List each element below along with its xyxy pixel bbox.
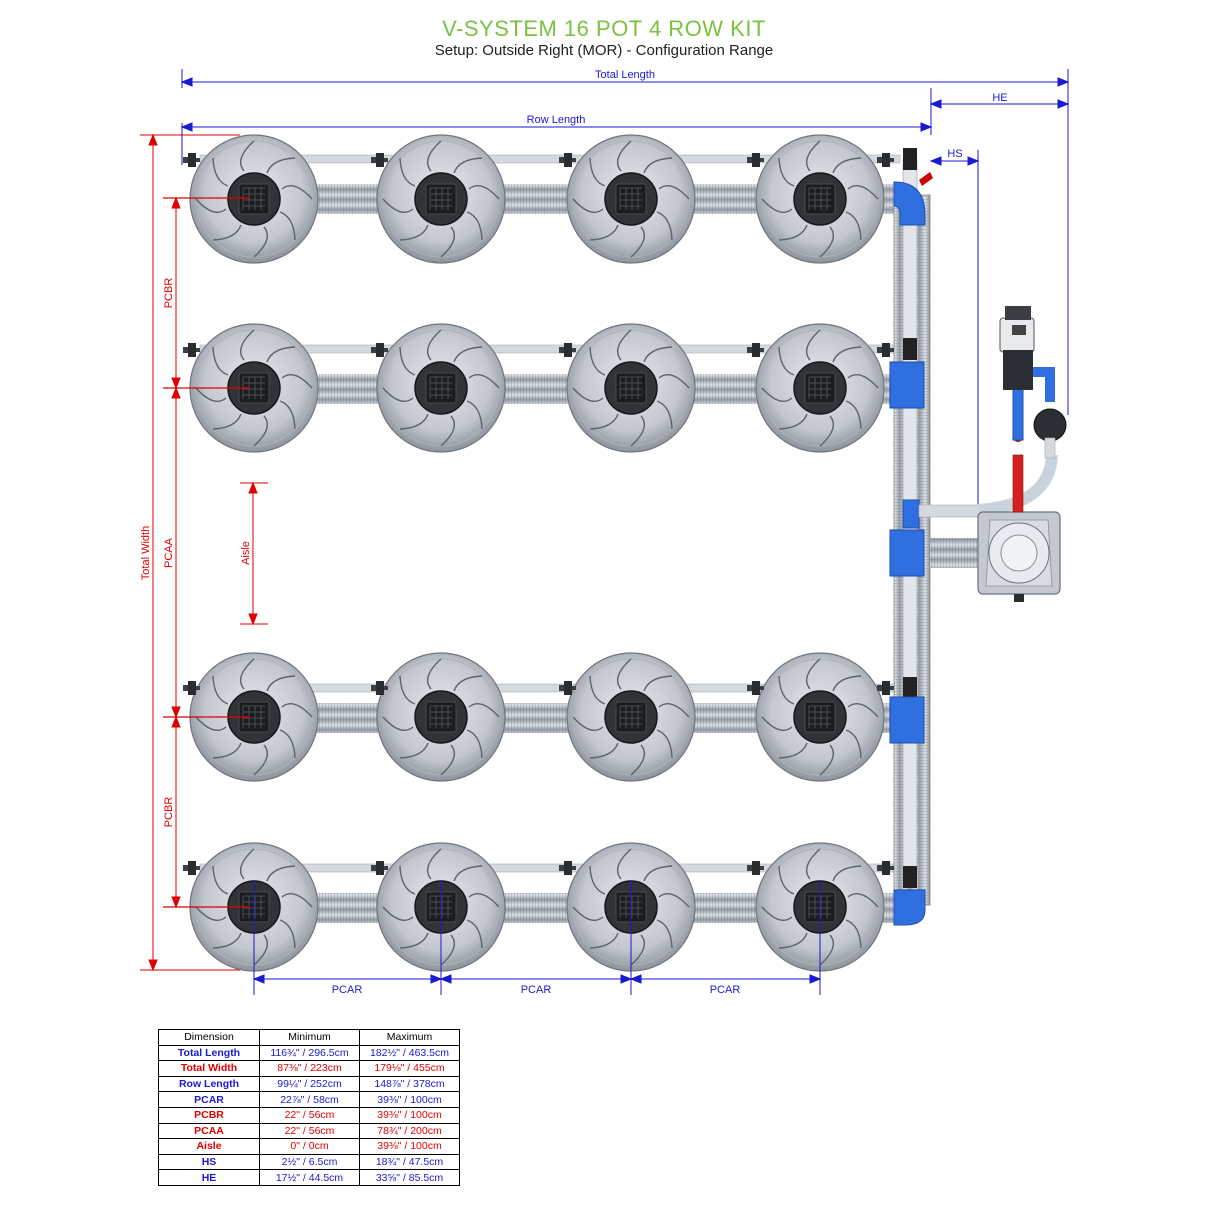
- dimension-min: 17½" / 44.5cm: [259, 1169, 360, 1186]
- dimension-max: 18¾" / 47.5cm: [359, 1153, 460, 1171]
- pot-r2-c4: [755, 323, 885, 453]
- dimension-name: HS: [158, 1153, 260, 1171]
- dimension-min: 116¾" / 296.5cm: [259, 1044, 360, 1062]
- dimension-name: Total Length: [158, 1044, 260, 1062]
- table-row: HE 17½" / 44.5cm 33⅝" / 85.5cm: [158, 1169, 460, 1186]
- dimension-max: 39⅜" / 100cm: [359, 1106, 460, 1124]
- dimension-max: 39⅜" / 100cm: [359, 1138, 460, 1155]
- pot-r2-c2: [376, 323, 506, 453]
- he-label: HE: [992, 92, 1007, 104]
- pot-r1-c2: [376, 134, 506, 264]
- dimension-min: 22" / 56cm: [259, 1122, 360, 1140]
- dimension-max: 148⅞" / 378cm: [359, 1075, 460, 1093]
- dimension-name: Total Width: [158, 1060, 260, 1077]
- vertical-manifold: [889, 148, 933, 926]
- table-row: Total Length 116¾" / 296.5cm 182½" / 463…: [158, 1044, 460, 1062]
- dimension-name: PCBR: [158, 1106, 260, 1124]
- pot-r3-c4: [755, 652, 885, 782]
- dimension-max: 33⅝" / 85.5cm: [359, 1169, 460, 1186]
- total-width-dimension: [140, 133, 240, 972]
- dimension-name: Row Length: [158, 1075, 260, 1093]
- dimension-name: HE: [158, 1169, 260, 1186]
- pcar-label-2: PCAR: [521, 984, 552, 996]
- pot-grid: [189, 134, 885, 972]
- total-width-label: Total Width: [140, 526, 152, 580]
- dimension-name: Aisle: [158, 1138, 260, 1155]
- pot-r2-c3: [566, 323, 696, 453]
- header-maximum: Maximum: [359, 1029, 460, 1046]
- page-title: V-SYSTEM 16 POT 4 ROW KIT: [442, 16, 766, 41]
- table-header-row: Dimension Minimum Maximum: [158, 1029, 460, 1046]
- header-minimum: Minimum: [259, 1029, 360, 1046]
- table-row: HS 2½" / 6.5cm 18¾" / 47.5cm: [158, 1153, 460, 1171]
- dimension-name: PCAA: [158, 1122, 260, 1140]
- dimension-name: PCAR: [158, 1091, 260, 1108]
- dimension-min: 99¼" / 252cm: [259, 1075, 360, 1093]
- header-dimension: Dimension: [158, 1029, 260, 1046]
- hs-label: HS: [947, 148, 962, 160]
- pot-r1-c4: [755, 134, 885, 264]
- dimension-max: 179⅛" / 455cm: [359, 1060, 460, 1077]
- hs-dimension: [929, 150, 980, 505]
- page-subtitle: Setup: Outside Right (MOR) - Configurati…: [434, 42, 774, 59]
- aisle-label: Aisle: [240, 541, 252, 565]
- table-row: Row Length 99¼" / 252cm 148⅞" / 378cm: [158, 1075, 460, 1093]
- row-length-label: Row Length: [527, 114, 586, 126]
- pcar-label-3: PCAR: [710, 984, 741, 996]
- pcbr-label-top: PCBR: [163, 278, 175, 309]
- dimension-max: 78¾" / 200cm: [359, 1122, 460, 1140]
- table-row: PCBR 22" / 56cm 39⅜" / 100cm: [158, 1106, 460, 1124]
- table-row: PCAR 22⅞" / 58cm 39⅜" / 100cm: [158, 1091, 460, 1108]
- dimension-min: 22" / 56cm: [259, 1106, 360, 1124]
- pcar-label-1: PCAR: [332, 984, 363, 996]
- table-row: PCAA 22" / 56cm 78¾" / 200cm: [158, 1122, 460, 1140]
- pot-r3-c2: [376, 652, 506, 782]
- row-length-dimension: [180, 122, 933, 165]
- dimension-max: 182½" / 463.5cm: [359, 1044, 460, 1062]
- table-row: Aisle 0" / 0cm 39⅜" / 100cm: [158, 1138, 460, 1155]
- pot-center-markers: [163, 197, 250, 908]
- pcaa-label: PCAA: [163, 537, 175, 568]
- total-length-dimension: [180, 69, 1070, 415]
- pot-r3-c3: [566, 652, 696, 782]
- pcbr-label-bottom: PCBR: [163, 797, 175, 828]
- dimension-min: 87⅜" / 223cm: [259, 1060, 360, 1077]
- dimension-min: 2½" / 6.5cm: [259, 1153, 360, 1171]
- aisle-dimension: [240, 481, 268, 626]
- dimensions-table: Dimension Minimum Maximum Total Length 1…: [158, 1029, 460, 1186]
- reservoir-and-pump: [918, 306, 1067, 602]
- pot-r1-c1: [189, 134, 319, 264]
- table-row: Total Width 87⅜" / 223cm 179⅛" / 455cm: [158, 1060, 460, 1077]
- dimension-max: 39⅜" / 100cm: [359, 1091, 460, 1108]
- pot-r1-c3: [566, 134, 696, 264]
- total-length-label: Total Length: [595, 69, 655, 81]
- dimension-min: 22⅞" / 58cm: [259, 1091, 360, 1108]
- dimension-min: 0" / 0cm: [259, 1138, 360, 1155]
- pcar-dimensions: [252, 880, 822, 995]
- row-pipes: [199, 154, 901, 923]
